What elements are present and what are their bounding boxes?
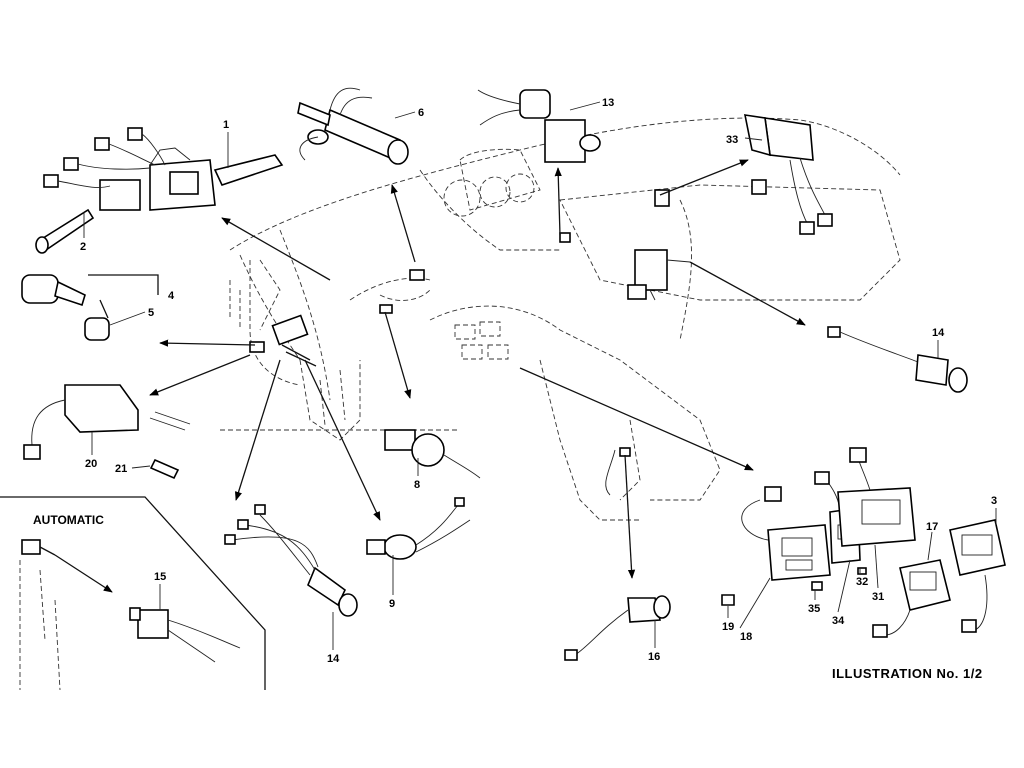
callout-20: 20: [85, 458, 97, 470]
callout-leaders: [83, 101, 997, 650]
callout-6: 6: [418, 107, 424, 119]
callout-19: 19: [722, 621, 734, 633]
callout-14-right: 14: [932, 327, 945, 339]
callout-9: 9: [389, 598, 395, 610]
callout-32: 32: [856, 576, 868, 588]
callout-34: 34: [832, 615, 845, 627]
automatic-section: AUTOMATIC: [0, 496, 266, 691]
automatic-label: AUTOMATIC: [33, 513, 104, 527]
callout-labels: 1 2 3 4 5 6 8 9 13 14 14 15 16 17 18 19 …: [80, 97, 997, 665]
part-brake-switch: [366, 497, 471, 560]
callout-4: 4: [168, 290, 175, 302]
callout-17: 17: [926, 521, 938, 533]
leader-arrows: [54, 159, 806, 593]
part-flasher: [23, 384, 180, 480]
callout-8: 8: [414, 479, 420, 491]
callout-16: 16: [648, 651, 660, 663]
callout-14-lower: 14: [327, 653, 340, 665]
callout-33: 33: [726, 134, 738, 146]
callout-35: 35: [808, 603, 820, 615]
part-13: [477, 89, 601, 163]
callout-5: 5: [148, 307, 154, 319]
part-14-lower: [224, 504, 358, 617]
callout-13: 13: [602, 97, 614, 109]
part-ignition-switch: [21, 274, 159, 341]
callout-31: 31: [872, 591, 884, 603]
steering-column-parts: [249, 189, 691, 496]
part-inhibitor: [129, 607, 241, 663]
part-steering-lock: [297, 87, 409, 165]
callout-21: 21: [115, 463, 127, 475]
part-window-switches: [721, 447, 1006, 638]
part-14-right: [827, 326, 968, 393]
illustration-caption: ILLUSTRATION No. 1/2: [832, 666, 983, 681]
dashboard-outline: [220, 117, 901, 521]
part-33: [743, 114, 833, 235]
callout-18: 18: [740, 631, 752, 643]
callout-15: 15: [154, 571, 166, 583]
part-stop-switch: [564, 595, 671, 661]
callout-1: 1: [223, 119, 229, 131]
part-hazard: [384, 429, 481, 479]
callout-3: 3: [991, 495, 997, 507]
part-combination-switch: [35, 127, 284, 254]
callout-2: 2: [80, 241, 86, 253]
